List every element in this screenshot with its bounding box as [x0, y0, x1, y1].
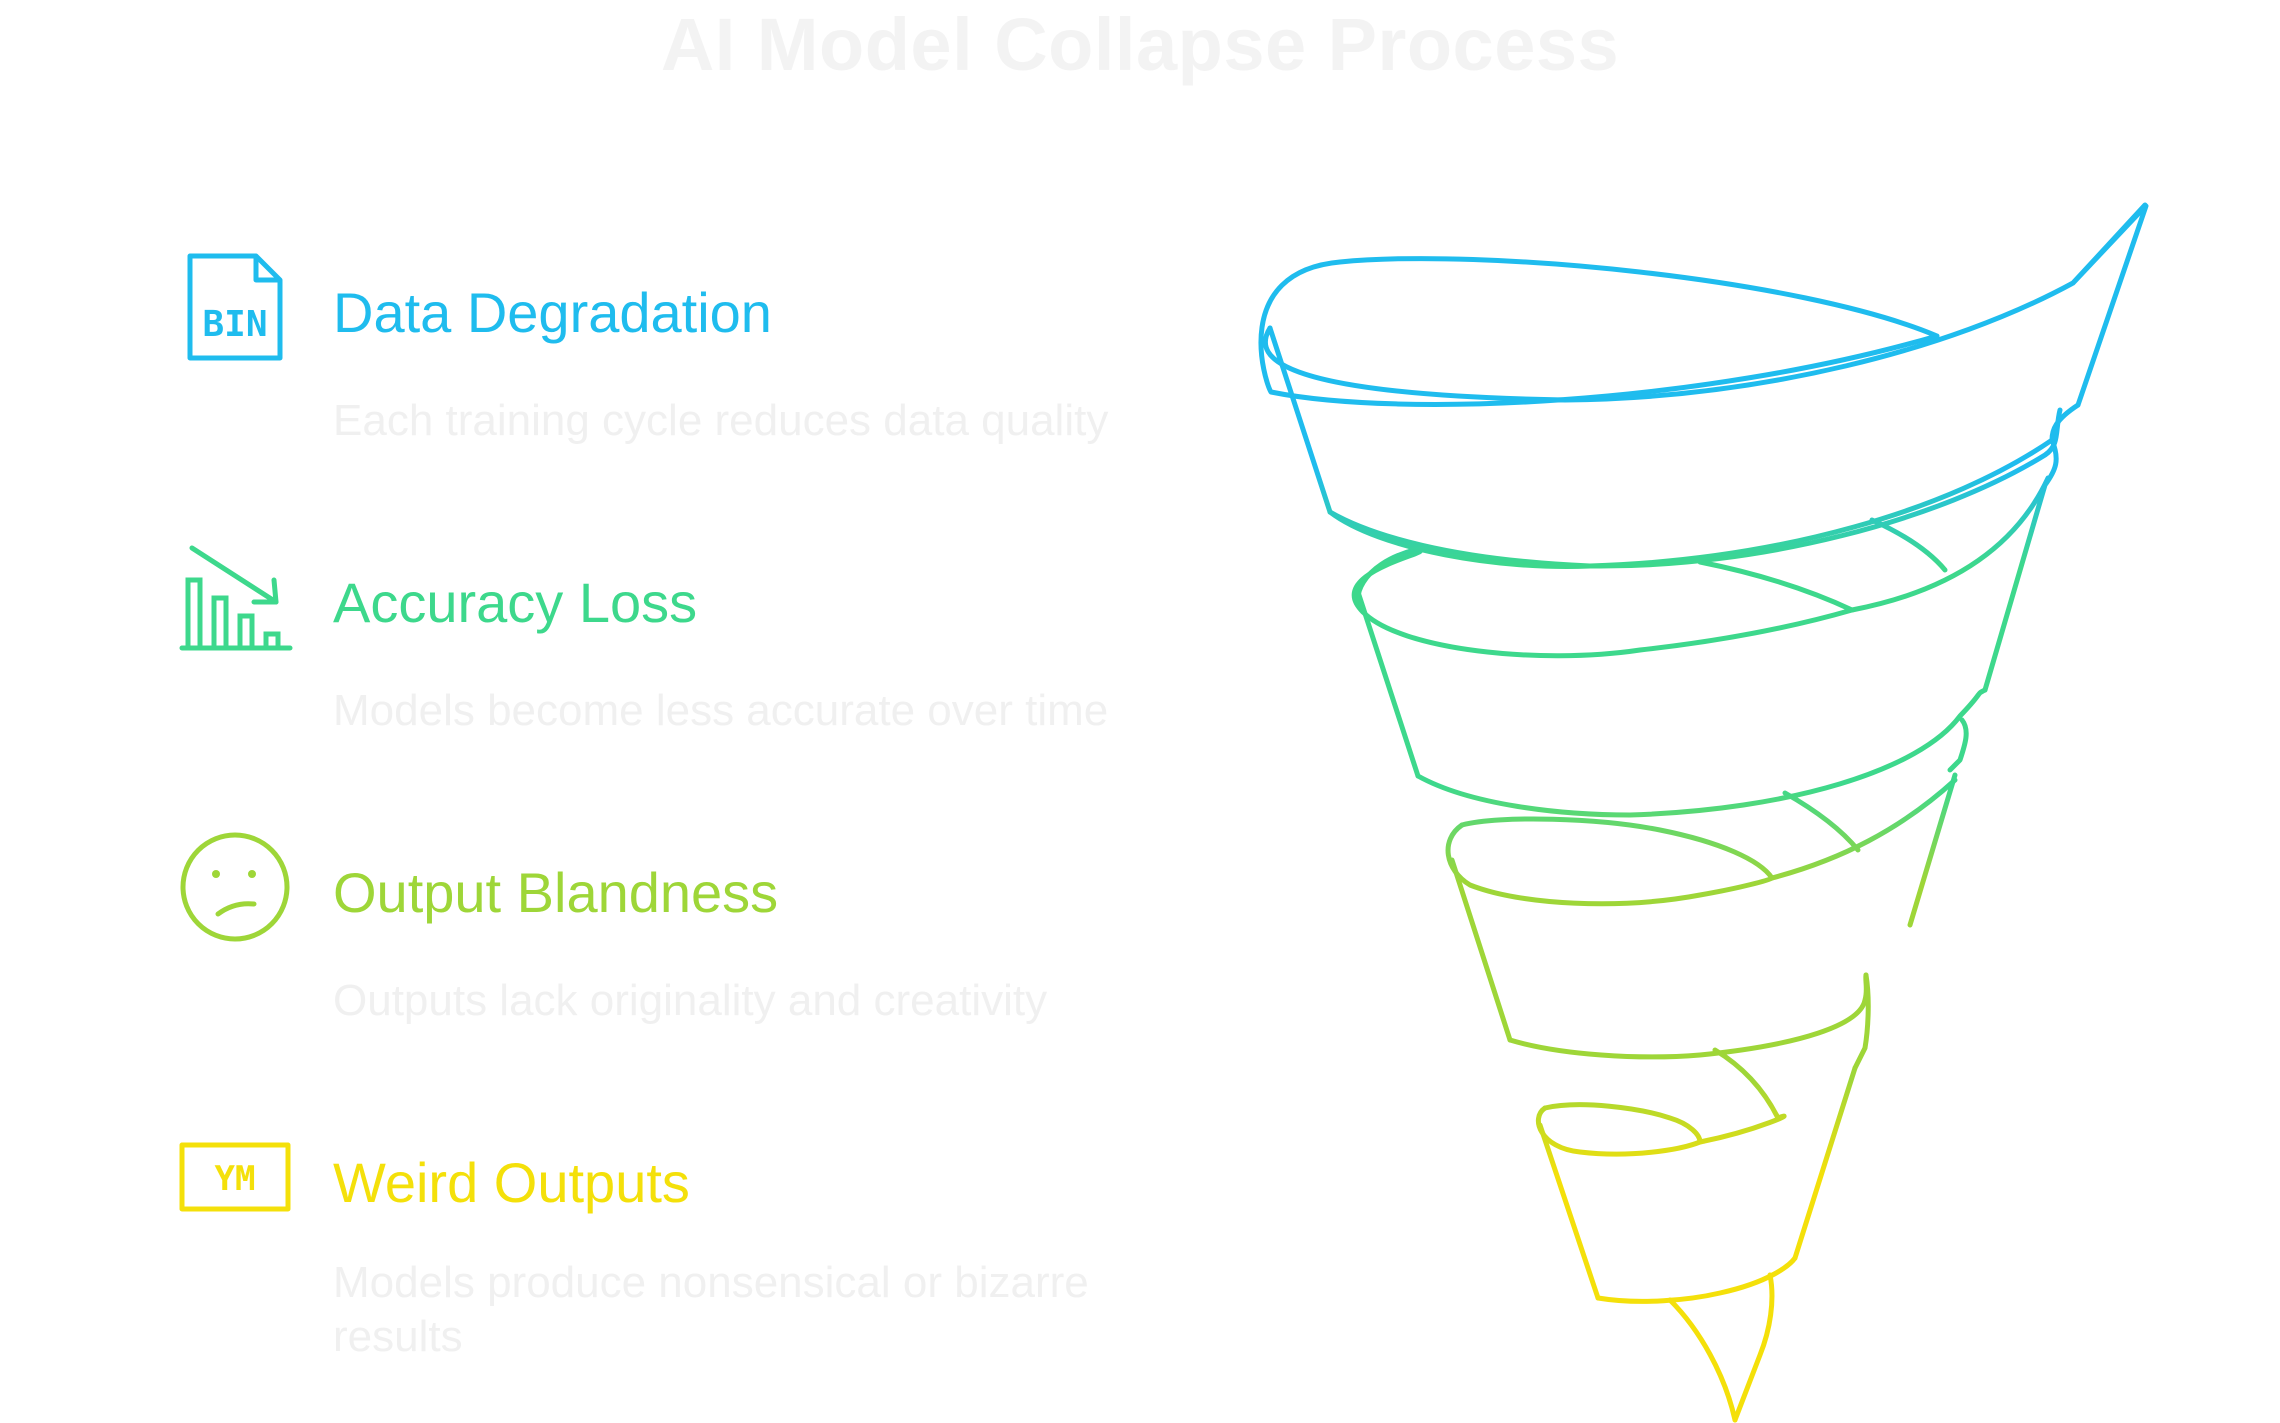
funnel-segment-4 — [1538, 1068, 1855, 1420]
funnel-segment-1 — [1261, 205, 2146, 570]
funnel-segment-3 — [1448, 775, 1955, 1118]
